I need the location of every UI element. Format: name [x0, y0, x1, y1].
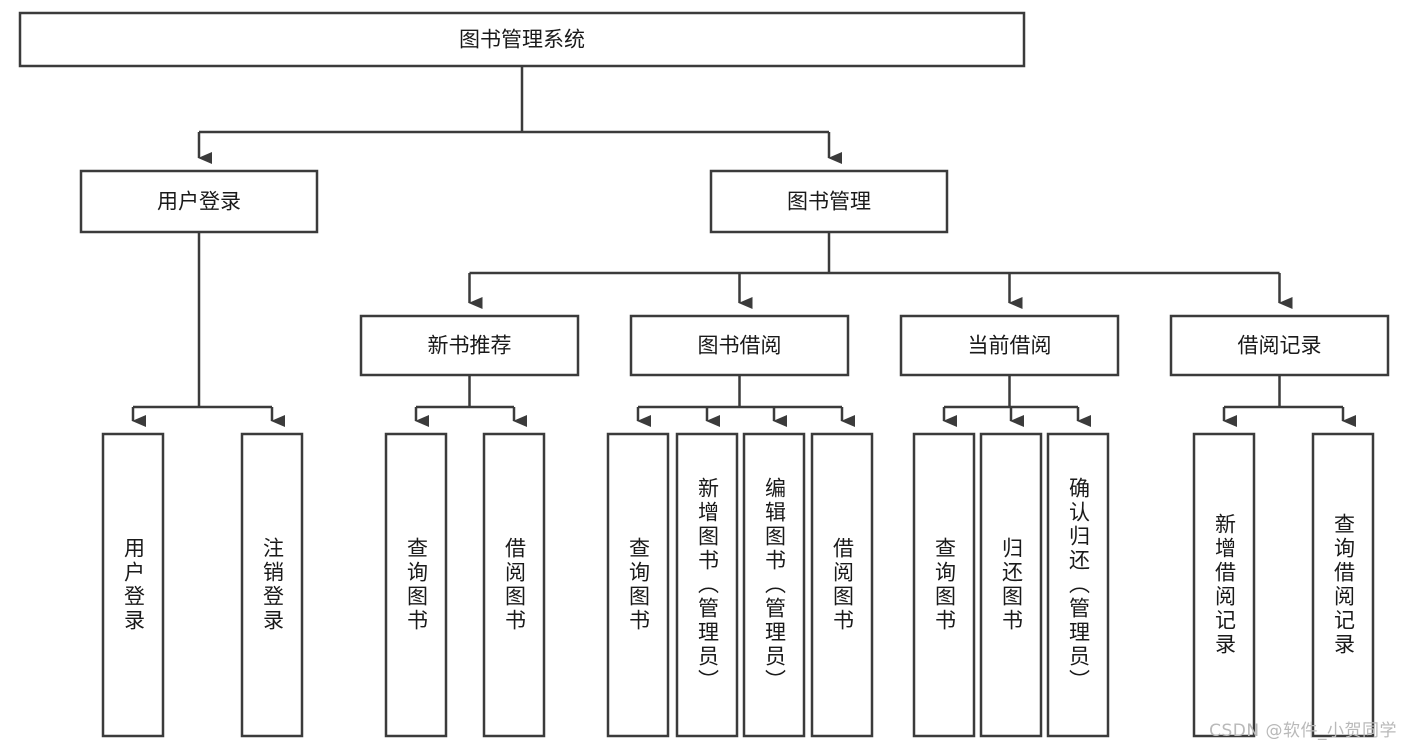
node-borrow-record[interactable] — [1169, 314, 1390, 377]
node-new-book-recommend-label: 新书推荐 — [428, 334, 512, 358]
watermark: CSDN @软件_小贺同学 — [1209, 721, 1397, 741]
node-user-login-label: 用户登录 — [157, 190, 241, 214]
node-leaf-borrow-book[interactable] — [810, 432, 874, 738]
node-leaf-return-book[interactable] — [979, 432, 1043, 738]
node-leaf-user-login[interactable] — [101, 432, 165, 738]
node-leaf-add-borrow-record[interactable] — [1192, 432, 1256, 738]
node-leaf-borrow-book-recommend[interactable] — [482, 432, 546, 738]
node-leaf-confirm-return-admin[interactable] — [1046, 432, 1110, 738]
node-leaf-query-book-recommend[interactable] — [384, 432, 448, 738]
node-leaf-logout[interactable] — [240, 432, 304, 738]
node-current-borrow-label: 当前借阅 — [968, 334, 1052, 358]
node-root[interactable] — [18, 11, 1026, 68]
node-book-borrow[interactable] — [629, 314, 850, 377]
node-leaf-query-book-current[interactable] — [912, 432, 976, 738]
node-book-management[interactable] — [709, 169, 949, 234]
node-current-borrow[interactable] — [899, 314, 1120, 377]
node-leaf-edit-book-admin[interactable] — [742, 432, 806, 738]
node-user-login[interactable] — [79, 169, 319, 234]
connector-layer — [131, 66, 1356, 427]
node-borrow-record-label: 借阅记录 — [1238, 334, 1322, 358]
node-new-book-recommend[interactable] — [359, 314, 580, 377]
node-leaf-add-book-admin[interactable] — [675, 432, 739, 738]
node-leaf-query-borrow-record[interactable] — [1311, 432, 1375, 738]
node-leaf-query-book-borrow[interactable] — [606, 432, 670, 738]
node-book-management-label: 图书管理 — [787, 190, 871, 214]
node-book-borrow-label: 图书借阅 — [698, 334, 782, 358]
node-root-label: 图书管理系统 — [459, 28, 585, 52]
